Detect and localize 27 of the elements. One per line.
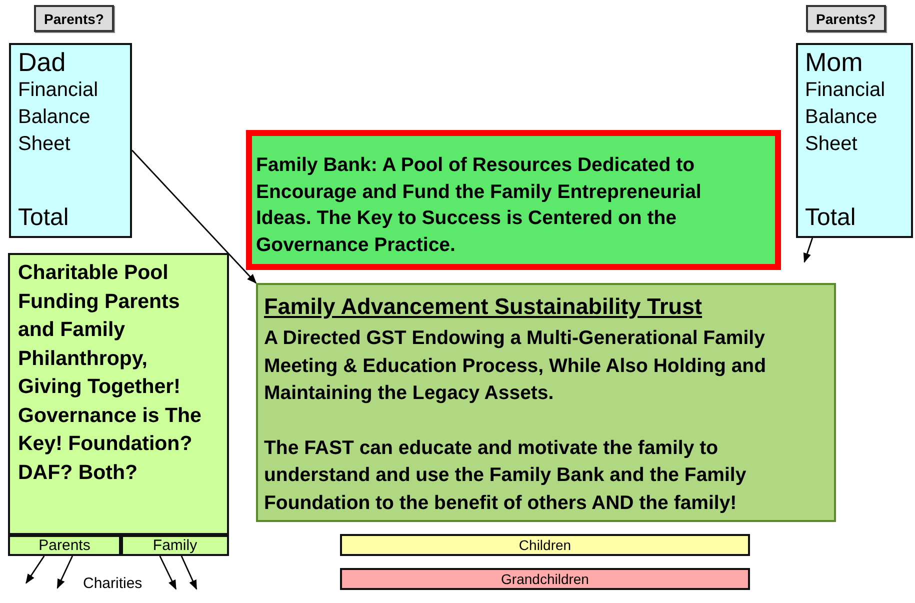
recipient-cell: Family xyxy=(121,535,229,556)
family-bank-box: Family Bank: A Pool of Resources Dedicated to Encourage and Fund the Family Entrepreneurial Ideas. The Key to Success is Centered on the Governance Practice. xyxy=(246,130,781,270)
trust-title: Family Advancement Sustainability Trust xyxy=(264,293,704,321)
charities-label: Charities xyxy=(83,575,142,592)
sheet-name: Mom xyxy=(805,47,864,77)
balance-sheet-box xyxy=(796,43,913,238)
recipient-cell: Parents xyxy=(8,535,121,556)
trust-paragraph: The FAST can educate and motivate the family to understand and use the Family Bank and the Family Foundation to the benefit of others AND the family! xyxy=(264,436,748,516)
arrow xyxy=(56,556,74,589)
total-label: Total xyxy=(805,204,857,232)
generation-bar: Grandchildren xyxy=(340,568,750,590)
question-tag: Parents? xyxy=(806,5,886,32)
trust-box xyxy=(256,283,836,522)
arrow xyxy=(26,556,45,584)
arrow xyxy=(159,556,176,590)
balance-sheet-box xyxy=(9,43,132,238)
generation-bar: Children xyxy=(340,534,750,556)
arrow xyxy=(180,556,198,590)
arrow xyxy=(131,150,257,284)
charitable-pool-box: Charitable Pool Funding Parents and Family Philanthropy, Giving Together! Governance is The Key! Foundation? DAF? Both? xyxy=(8,253,229,535)
sheet-description: Financial Balance Sheet xyxy=(18,78,100,157)
question-tag: Parents? xyxy=(34,5,114,32)
trust-paragraph: A Directed GST Endowing a Multi-Generational Family Meeting & Education Process, While Also Holding and Maintaining the Legacy Assets. xyxy=(264,326,767,406)
total-label: Total xyxy=(18,204,70,232)
sheet-description: Financial Balance Sheet xyxy=(805,78,886,157)
sheet-name: Dad xyxy=(18,47,67,77)
arrow xyxy=(803,238,814,263)
